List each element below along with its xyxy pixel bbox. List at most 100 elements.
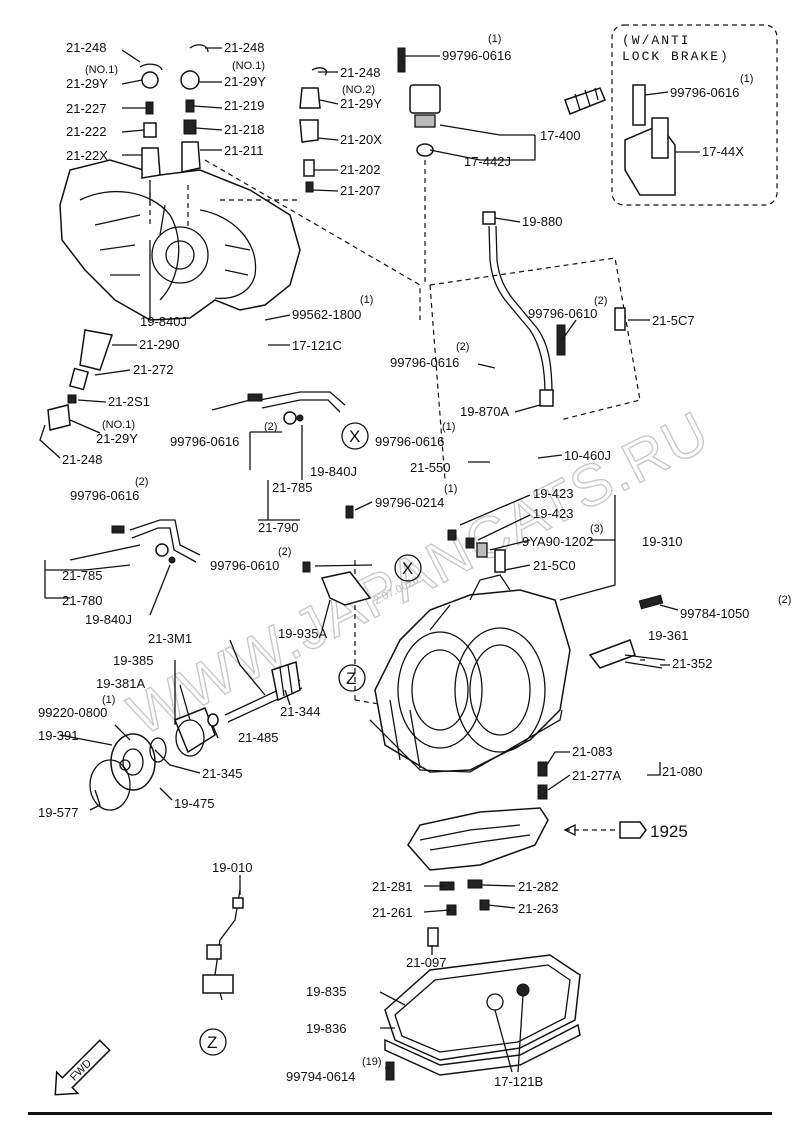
- label-17-121b: 17-121B: [494, 1074, 543, 1089]
- svg-text:X: X: [349, 427, 360, 446]
- label-21-785-a: 21-785: [272, 480, 312, 495]
- label-21-083: 21-083: [572, 744, 612, 759]
- label-21-29y-c: 21-29Y: [340, 96, 382, 111]
- label-21-780: 21-780: [62, 593, 102, 608]
- label-21-5c0: 21-5C0: [533, 558, 576, 573]
- bracket-19-935a: [302, 505, 372, 606]
- label-21-248-a: 21-248: [66, 40, 106, 55]
- label-21-219: 21-219: [224, 98, 264, 113]
- reference-1925-label: 1925: [650, 822, 688, 841]
- label-19-381a: 19-381A: [96, 676, 145, 691]
- dashed-outline-dipstick: [429, 257, 641, 481]
- label-19-840j-b: 19-840J: [310, 464, 357, 479]
- transaxle-housing: [59, 159, 421, 321]
- label-21-29y-d: 21-29Y: [96, 431, 138, 446]
- label-19-935a: 19-935A: [278, 626, 327, 641]
- dipstick-tube: [482, 211, 626, 407]
- label-21-345: 21-345: [202, 766, 242, 781]
- label-q1-b: (1): [360, 294, 373, 306]
- label-q2-d: (2): [135, 476, 148, 488]
- label-q1-c: (1): [442, 421, 455, 433]
- label-21-202: 21-202: [340, 162, 380, 177]
- pipe-21-290-group: [47, 329, 113, 431]
- label-17-121c: 17-121C: [292, 338, 342, 353]
- label-17-44x: 17-44X: [702, 144, 744, 159]
- part-labels: 21-248 (NO.1) 21-29Y 21-227 21-222 21-22…: [38, 33, 791, 1089]
- cooler-pipe: [247, 391, 346, 425]
- label-21-211: 21-211: [224, 143, 264, 158]
- label-21-261: 21-261: [372, 905, 412, 920]
- svg-text:X: X: [402, 559, 413, 578]
- label-no2: (NO.2): [342, 84, 375, 96]
- label-19-840j-c: 19-840J: [85, 612, 132, 627]
- label-21-550: 21-550: [410, 460, 450, 475]
- label-21-218: 21-218: [224, 122, 264, 137]
- label-19-423-b: 19-423: [533, 506, 573, 521]
- oil-pan: [384, 954, 581, 1081]
- label-q2-e: (2): [278, 546, 291, 558]
- label-21-222: 21-222: [66, 124, 106, 139]
- label-19-310: 19-310: [642, 534, 682, 549]
- label-99796-0610-a: 99796-0610: [528, 306, 597, 321]
- label-21-277a: 21-277A: [572, 768, 621, 783]
- label-99796-0616-e: 99796-0616: [70, 488, 139, 503]
- abs-option-box: [564, 24, 778, 206]
- label-21-272: 21-272: [133, 362, 173, 377]
- label-19-361: 19-361: [648, 628, 688, 643]
- label-19-577: 19-577: [38, 805, 78, 820]
- stack-left-a: [139, 63, 163, 205]
- label-99220-0800: 99220-0800: [38, 705, 107, 720]
- label-21-263: 21-263: [518, 901, 558, 916]
- stack-mid: [299, 67, 328, 193]
- bottom-rule: [28, 1112, 772, 1115]
- label-21-2s1: 21-2S1: [108, 394, 150, 409]
- label-99796-0616-a: 99796-0616: [442, 48, 511, 63]
- leader-lines: [39, 47, 700, 1073]
- label-10-460j: 10-460J: [564, 448, 611, 463]
- reference-1925: 1925: [563, 821, 688, 841]
- label-21-20x: 21-20X: [340, 132, 382, 147]
- label-17-400: 17-400: [540, 128, 580, 143]
- label-19-836: 19-836: [306, 1021, 346, 1036]
- marker-z-upper: Z: [338, 664, 366, 692]
- label-21-3m1: 21-3M1: [148, 631, 192, 646]
- stack-left-b: [180, 44, 209, 173]
- label-19-423-a: 19-423: [533, 486, 573, 501]
- label-q1-d: (1): [444, 483, 457, 495]
- label-19-475: 19-475: [174, 796, 214, 811]
- label-19-391: 19-391: [38, 728, 78, 743]
- label-21-785-b: 21-785: [62, 568, 102, 583]
- label-99562-1800: 99562-1800: [292, 307, 361, 322]
- label-19-010: 19-010: [212, 860, 252, 875]
- label-21-248-c: 21-248: [340, 65, 380, 80]
- abs-title-line1: (W/ANTI: [622, 33, 691, 48]
- label-q2-b: (2): [456, 341, 469, 353]
- sensor-19-010: [202, 889, 244, 1001]
- label-21-22x: 21-22X: [66, 148, 108, 163]
- label-q19: (19): [362, 1056, 382, 1068]
- label-21-227: 21-227: [66, 101, 106, 116]
- label-19-880: 19-880: [522, 214, 562, 229]
- label-21-281: 21-281: [372, 879, 412, 894]
- label-19-385: 19-385: [113, 653, 153, 668]
- label-21-290: 21-290: [139, 337, 179, 352]
- output-shaft-group: [89, 661, 303, 811]
- pipe-21-780: [111, 519, 201, 564]
- label-99784-1050: 99784-1050: [680, 606, 749, 621]
- marker-x-upper: X: [341, 422, 369, 450]
- label-no1-b: (NO.1): [232, 60, 265, 72]
- label-21-248-d: 21-248: [62, 452, 102, 467]
- label-21-352: 21-352: [672, 656, 712, 671]
- solenoid-17-400: [397, 47, 441, 285]
- label-q1-e: (1): [102, 694, 115, 706]
- label-9ya90-1202: 9YA90-1202: [522, 534, 593, 549]
- label-q1-a: (1): [488, 33, 501, 45]
- label-99794-0614: 99794-0614: [286, 1069, 355, 1084]
- label-21-207: 21-207: [340, 183, 380, 198]
- label-21-282: 21-282: [518, 879, 558, 894]
- marker-x-lower: X: [394, 554, 422, 582]
- label-17-442j: 17-442J: [464, 154, 511, 169]
- marker-z-lower: Z: [199, 1028, 227, 1056]
- label-q2-c: (2): [264, 421, 277, 433]
